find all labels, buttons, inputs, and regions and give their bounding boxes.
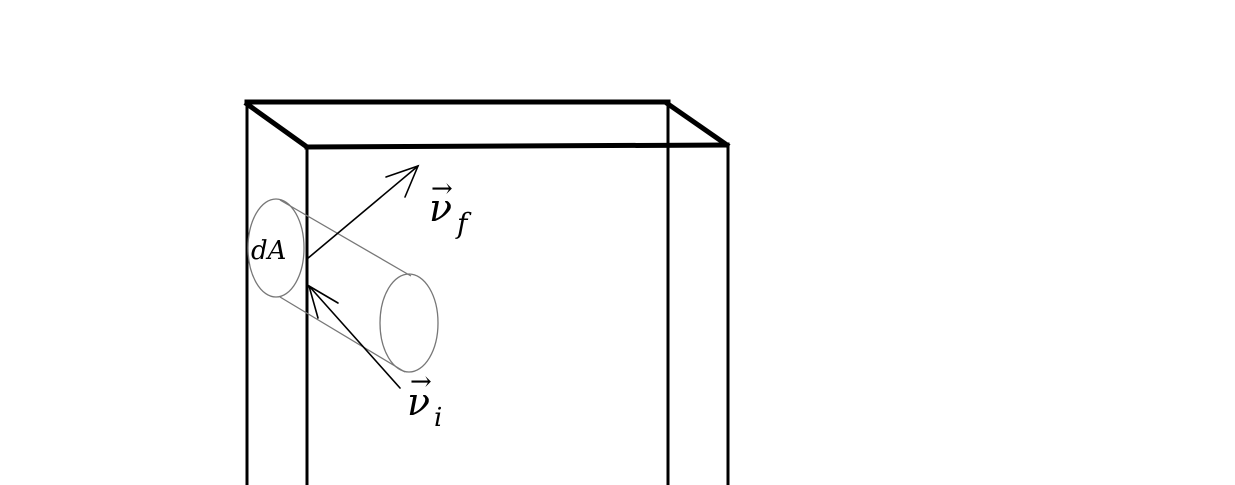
cylinder-end-ellipse	[379, 273, 439, 373]
initial-velocity-arrow	[308, 285, 401, 389]
initial-velocity-arrowhead	[307, 284, 339, 319]
flux-cylinder	[247, 198, 439, 373]
cylinder-top-edge	[279, 199, 412, 277]
box-top-left-edge	[243, 100, 311, 151]
final-velocity-symbol: ν	[429, 186, 452, 230]
initial-velocity-subscript: i	[434, 403, 442, 433]
final-velocity-arrow	[306, 165, 419, 260]
initial-velocity-label: → ν i	[407, 367, 442, 433]
velocity-arrows	[306, 164, 420, 389]
final-velocity-arrowhead	[385, 164, 420, 198]
final-velocity-subscript: f	[455, 207, 472, 240]
final-velocity-label: → ν f	[429, 174, 472, 240]
area-element-ellipse	[247, 198, 305, 298]
box-top-front-edge	[304, 142, 730, 150]
area-label: dA	[251, 236, 286, 266]
initial-velocity-symbol: ν	[407, 380, 430, 424]
final-velocity-vector-arrow: →	[431, 174, 453, 204]
cylinder-bottom-edge	[279, 296, 406, 373]
initial-velocity-vector-arrow: →	[410, 367, 432, 397]
box-top-right-edge	[664, 100, 731, 149]
box-outline	[243, 99, 731, 485]
